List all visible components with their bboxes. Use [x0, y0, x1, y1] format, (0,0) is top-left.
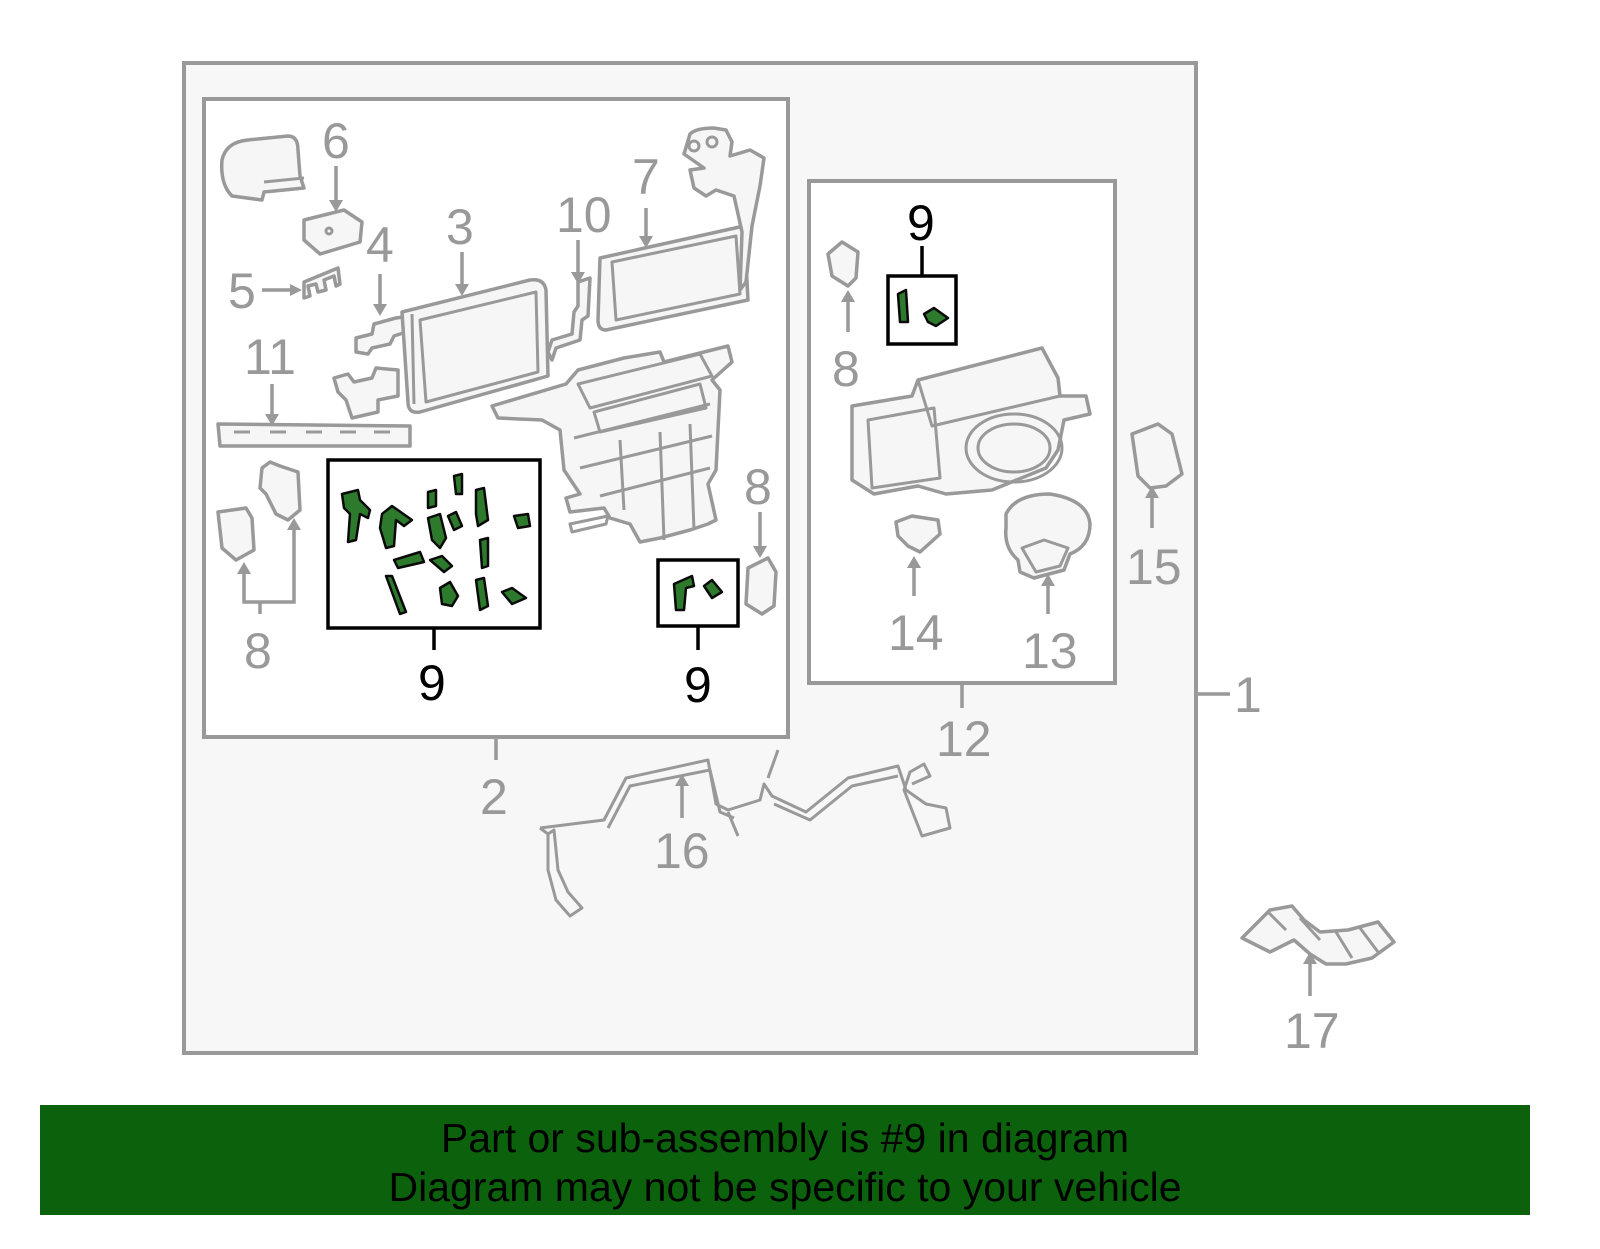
leader-lines-box-2 [237, 166, 767, 760]
callout-9-main: 9 [418, 655, 446, 711]
arrowhead-15 [1145, 486, 1159, 498]
callout-7: 7 [632, 149, 660, 205]
part-14-resistor [894, 514, 942, 554]
part-8-bracket-c [744, 556, 778, 616]
callout-9-box12: 9 [907, 195, 935, 251]
callout-17: 17 [1284, 1003, 1340, 1059]
part-3-heater-core [400, 277, 550, 415]
part-8-bracket-d [826, 240, 860, 288]
callout-5: 5 [228, 263, 256, 319]
part-10-pipe [546, 276, 592, 362]
blower-case [850, 346, 1092, 496]
callout-6: 6 [322, 113, 350, 169]
info-banner: Part or sub-assembly is #9 in diagram Di… [40, 1105, 1530, 1215]
part-9-group-main [326, 458, 542, 630]
part-16-harness [539, 749, 952, 918]
part-7-evaporator [596, 126, 766, 332]
part-8-bracket-a [216, 506, 256, 562]
part-9-leaders-box-2 [432, 626, 700, 650]
callout-11: 11 [244, 329, 296, 385]
part-17-hose [1240, 904, 1396, 966]
duct-piece [332, 366, 400, 420]
callout-2: 2 [480, 769, 508, 825]
callout-12: 12 [936, 711, 992, 767]
callout-15: 15 [1126, 539, 1182, 595]
part-6-block [302, 208, 364, 256]
hvac-case [490, 344, 734, 544]
callout-14: 14 [888, 605, 944, 661]
arrowhead-16 [675, 774, 689, 786]
banner-line-disclaimer: Diagram may not be specific to your vehi… [388, 1164, 1182, 1210]
callout-3: 3 [446, 199, 474, 255]
part-9-group-box-12 [886, 274, 958, 346]
part-5-clip [302, 266, 342, 300]
callout-8-box2-left: 8 [244, 623, 272, 679]
callout-8-box12: 8 [832, 341, 860, 397]
callout-8-box2-right: 8 [744, 459, 772, 515]
part-9-group-small [656, 558, 740, 628]
callout-13: 13 [1022, 623, 1078, 679]
callout-10: 10 [556, 187, 612, 243]
callout-4: 4 [366, 217, 394, 273]
part-6-housing [219, 134, 306, 202]
part-13-blower-motor [1004, 492, 1092, 580]
part-15-sensor [1130, 422, 1184, 490]
part-8-bracket-b [258, 460, 302, 522]
callout-9-small: 9 [684, 657, 712, 713]
leader-lines-box-12 [841, 246, 1055, 708]
callout-1: 1 [1234, 667, 1262, 723]
banner-line-part-info: Part or sub-assembly is #9 in diagram [440, 1115, 1130, 1161]
arrowhead-17 [1303, 952, 1317, 964]
part-11-bar [216, 422, 412, 448]
callout-16: 16 [654, 823, 710, 879]
